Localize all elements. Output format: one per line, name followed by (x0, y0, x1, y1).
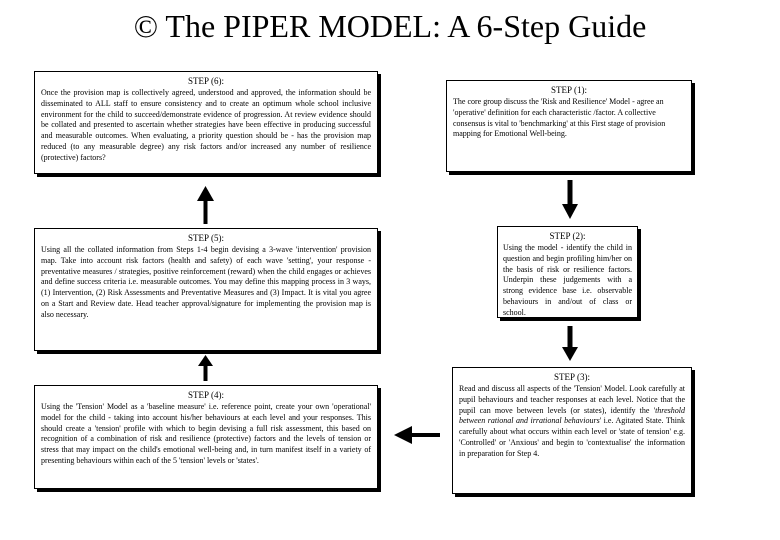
step-4-box: STEP (4): Using the 'Tension' Model as a… (34, 385, 378, 489)
arrow-step3-to-step4 (394, 426, 440, 444)
step-3-text-part-a: Read and discuss all aspects of the 'Ten… (459, 384, 685, 415)
step-4-label: STEP (4): (188, 390, 224, 400)
step-1-box: STEP (1): The core group discuss the 'Ri… (446, 80, 692, 172)
arrow-step5-to-step6 (197, 186, 214, 224)
step-6-box: STEP (6): Once the provision map is coll… (34, 71, 378, 174)
arrow-step4-to-step5 (198, 355, 213, 381)
page-title: © The PIPER MODEL: A 6-Step Guide (133, 8, 647, 44)
step-4-text: Using the 'Tension' Model as a 'baseline… (41, 402, 371, 465)
step-2-label: STEP (2): (549, 231, 586, 241)
step-6-text: Once the provision map is collectively a… (41, 88, 371, 162)
step-1-label: STEP (1): (551, 85, 587, 95)
step-2-box: STEP (2): Using the model - identify the… (497, 226, 638, 318)
arrow-step2-to-step3 (562, 326, 578, 361)
step-3-text-italic: threshold between rational and irrationa… (459, 405, 685, 426)
arrow-step1-to-step2 (562, 180, 578, 219)
step-3-label: STEP (3): (554, 372, 590, 382)
step-6-label: STEP (6): (188, 76, 224, 86)
step-2-text: Using the model - identify the child in … (503, 243, 632, 317)
step-3-text: Read and discuss all aspects of the 'Ten… (459, 384, 685, 460)
step-5-label: STEP (5): (188, 233, 224, 243)
step-3-box: STEP (3): Read and discuss all aspects o… (452, 367, 692, 494)
step-1-text: The core group discuss the 'Risk and Res… (453, 97, 666, 139)
step-5-text: Using all the collated information from … (41, 245, 371, 319)
step-5-box: STEP (5): Using all the collated informa… (34, 228, 378, 351)
step-3-text-part-b: ' i.e. Agitated State. Think carefully a… (459, 416, 685, 458)
